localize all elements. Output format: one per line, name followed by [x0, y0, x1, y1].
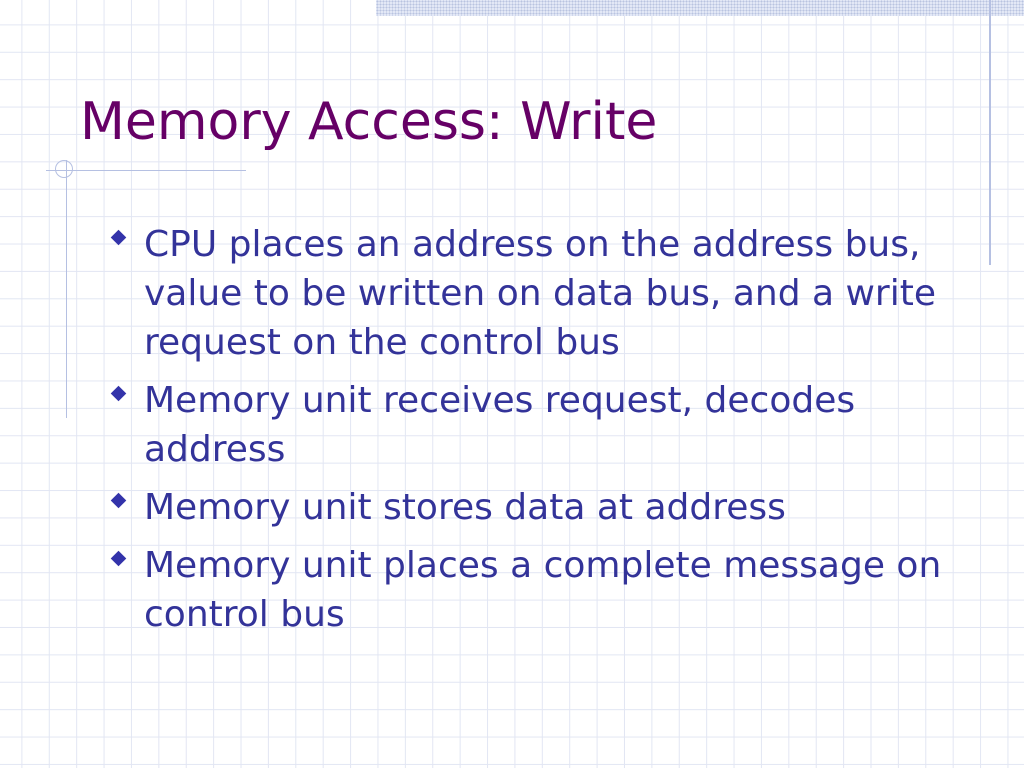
diamond-bullet-icon: [110, 385, 127, 402]
bullet-list: CPU places an address on the address bus…: [108, 220, 968, 648]
bullet-text: Memory unit places a complete message on…: [144, 545, 942, 635]
right-vertical-rule: [989, 0, 991, 265]
bullet-text: Memory unit receives request, decodes ad…: [144, 380, 856, 470]
bullet-text: Memory unit stores data at address: [144, 487, 786, 528]
ring-crosshair-icon: [55, 160, 73, 178]
slide-title: Memory Access: Write: [80, 92, 658, 152]
bullet-item: Memory unit stores data at address: [108, 483, 968, 532]
top-pattern-band: [376, 0, 1024, 16]
bullet-text: CPU places an address on the address bus…: [144, 224, 936, 363]
diamond-bullet-icon: [110, 229, 127, 246]
diamond-bullet-icon: [110, 492, 127, 509]
title-underline-rule: [46, 170, 246, 171]
diamond-bullet-icon: [110, 550, 127, 567]
left-vertical-rule: [66, 160, 67, 418]
bullet-item: Memory unit places a complete message on…: [108, 541, 968, 639]
bullet-item: Memory unit receives request, decodes ad…: [108, 376, 968, 474]
bullet-item: CPU places an address on the address bus…: [108, 220, 968, 367]
